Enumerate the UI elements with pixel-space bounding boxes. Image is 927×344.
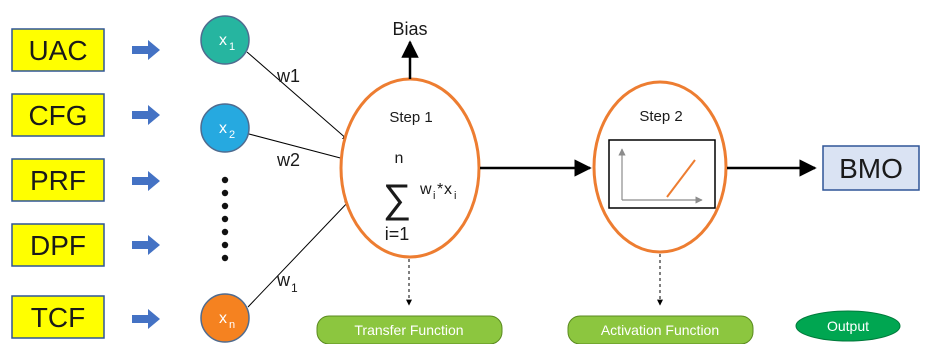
weight-label-w1: w1 [276,66,300,86]
term-w: w [419,181,432,198]
node-xn-base: x [219,310,227,327]
input-node-xn: x n [200,293,250,343]
input-label-dpf: DPF [30,230,86,261]
weighted-term: w i * x i [419,181,456,202]
node-xn-sub: n [229,319,235,331]
node-x2-base: x [219,120,227,137]
sum-upper-limit: n [395,150,404,167]
activation-function-label: Activation Function [601,322,719,338]
term-x: x [444,181,452,198]
block-arrow-cfg [132,105,160,125]
weight-label-wn: w 1 [276,270,298,295]
input-node-x1: x 1 [200,15,250,65]
node-x1-sub: 1 [229,41,235,53]
ellipsis-dots [221,176,229,262]
sum-lower-limit: i=1 [385,224,410,244]
term-x-sub: i [454,190,456,202]
output-box: BMO [822,145,920,191]
term-w-sub: i [433,190,435,202]
block-arrow-dpf [132,235,160,255]
input-label-cfg: CFG [28,100,87,131]
transfer-function-label: Transfer Function [354,322,463,338]
bias-label: Bias [392,19,427,39]
node-x1-base: x [219,32,227,49]
activation-function-pill: Activation Function [567,315,754,344]
weight-label-wn-sub: 1 [291,281,298,295]
input-box-dpf: DPF [11,223,105,267]
input-node-x2: x 2 [200,103,250,153]
weight-label-wn-base: w [276,270,291,290]
output-pill-label: Output [827,318,869,334]
activation-curve [666,159,696,198]
input-box-cfg: CFG [11,93,105,137]
input-label-uac: UAC [28,35,87,66]
output-pill: Output [795,310,901,342]
weight-arrow-n [247,199,351,308]
step1-label: Step 1 [389,109,432,126]
transfer-function-pill: Transfer Function [316,315,503,344]
node-x2-sub: 2 [229,129,235,141]
block-arrow-prf [132,171,160,191]
weight-arrow-2 [248,133,349,162]
output-box-label: BMO [839,153,903,184]
input-box-tcf: TCF [11,295,105,339]
block-arrow-tcf [132,309,160,329]
input-box-uac: UAC [11,28,105,72]
activation-graph [608,139,716,209]
sigma-symbol: ∑ [383,177,412,221]
input-label-prf: PRF [30,165,86,196]
step2-label: Step 2 [639,108,682,125]
weight-label-w2: w2 [276,150,300,170]
input-box-prf: PRF [11,158,105,202]
block-arrow-uac [132,40,160,60]
term-star: * [437,181,443,198]
input-label-tcf: TCF [31,302,85,333]
weight-arrow-1 [246,51,349,141]
step1-ring [339,77,481,259]
